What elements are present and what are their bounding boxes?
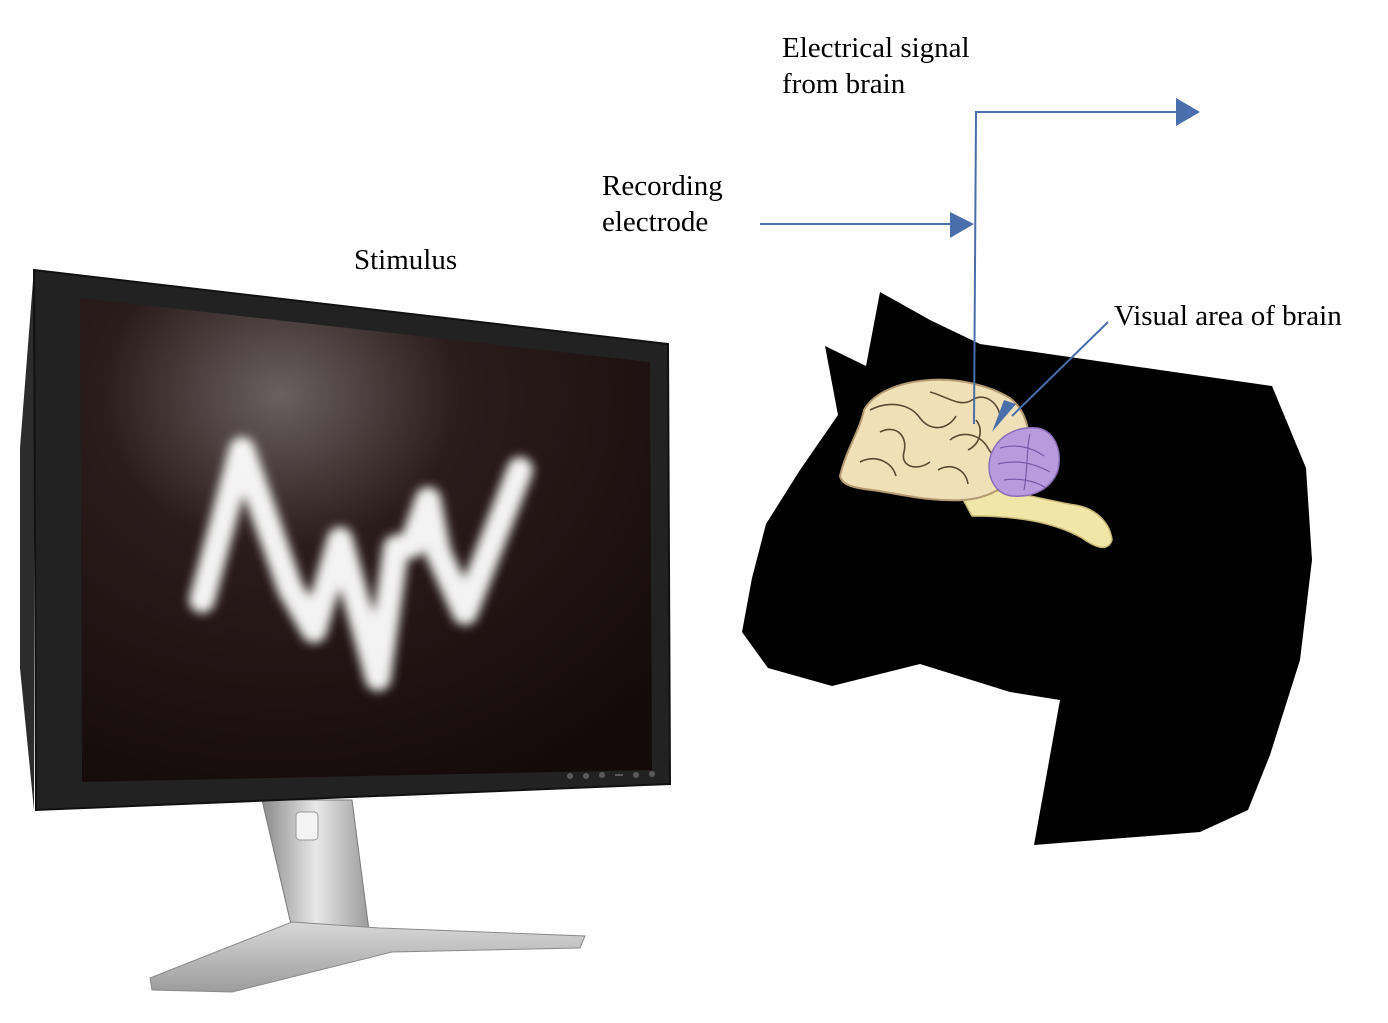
monitor-stand-base — [149, 921, 586, 993]
electrical-signal-arrowhead — [1176, 98, 1200, 126]
monitor-buttons — [567, 771, 655, 779]
visual-area-arrow-line — [1011, 321, 1109, 417]
electrical-signal-label-line2: from brain — [782, 68, 906, 100]
brain-gyri — [859, 391, 1015, 485]
recording-electrode-label-line1: Recording — [602, 170, 723, 202]
stimulus-waveform — [189, 437, 533, 691]
recording-electrode-label: Recording electrode — [602, 168, 723, 240]
monitor-side — [20, 268, 34, 810]
monitor-icon — [20, 268, 672, 993]
electrical-signal-label: Electrical signal from brain — [782, 30, 970, 102]
monitor-screen — [80, 298, 652, 782]
electrode-signal-path — [973, 111, 1176, 425]
visual-area-folds — [997, 433, 1051, 491]
recording-electrode-label-line2: electrode — [602, 206, 709, 238]
brainstem — [958, 490, 1113, 549]
brain-illustration — [838, 378, 1113, 549]
recording-electrode-arrowhead — [950, 212, 974, 238]
visual-area-label-text: Visual area of brain — [1114, 300, 1342, 332]
visual-area-arrowhead — [992, 400, 1016, 432]
arrows — [760, 98, 1200, 432]
cerebrum — [838, 378, 1030, 502]
stimulus-label: Stimulus — [354, 242, 457, 278]
monitor-stand-slot — [295, 811, 319, 841]
stimulus-label-text: Stimulus — [354, 244, 458, 276]
visual-area-label: Visual area of brain — [1114, 298, 1342, 334]
electrical-signal-label-line1: Electrical signal — [782, 32, 970, 64]
cat-head-silhouette — [742, 292, 1312, 845]
